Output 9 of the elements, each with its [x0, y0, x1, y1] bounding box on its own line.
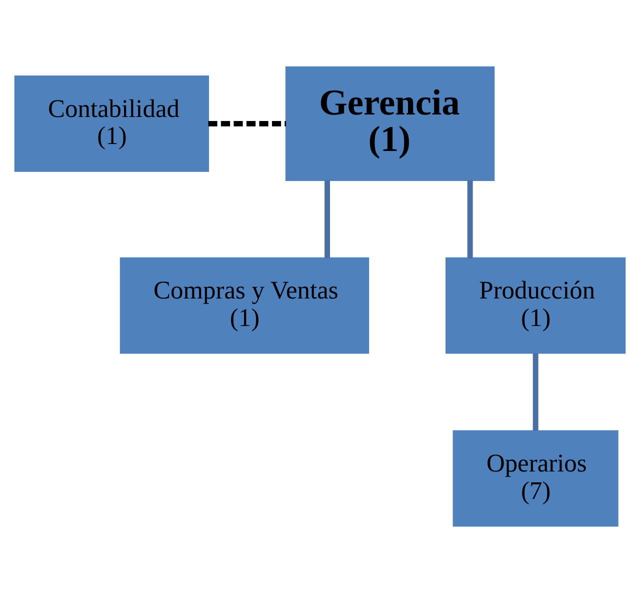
node-box: Gerencia (1) [285, 66, 495, 180]
connector [208, 120, 286, 126]
connector [532, 352, 538, 430]
node-box: Contabilidad (1) [14, 74, 210, 172]
node-box: Operarios (7) [452, 430, 618, 526]
node-box: Compras y Ventas (1) [120, 256, 370, 354]
connector [324, 180, 330, 258]
connector [467, 180, 473, 258]
node-box: Producción (1) [446, 256, 626, 354]
